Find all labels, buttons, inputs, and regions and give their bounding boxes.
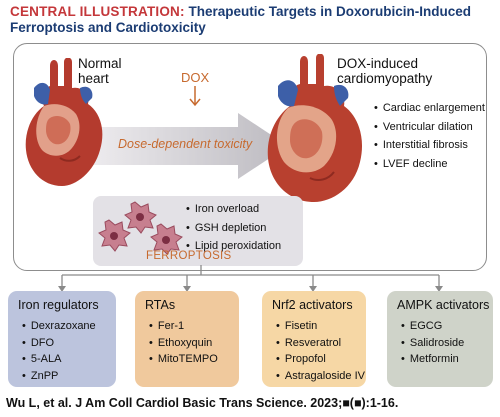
category-items: EGCG Salidroside Metformin <box>401 318 493 368</box>
drug-item: Dexrazoxane <box>22 318 116 335</box>
dox-heart-icon <box>267 54 363 202</box>
ferroptosis-feature: GSH depletion <box>186 219 281 238</box>
category-items: Dexrazoxane DFO 5-ALA ZnPP <box>22 318 116 384</box>
outcome-item: Cardiac enlargement <box>374 99 485 118</box>
drug-item: Salidroside <box>401 335 493 352</box>
drug-item: 5-ALA <box>22 351 116 368</box>
dox-heart-label-line2: cardiomyopathy <box>337 71 433 86</box>
drug-item: MitoTEMPO <box>149 351 239 368</box>
outcome-item: Interstitial fibrosis <box>374 136 485 155</box>
cardiomyopathy-outcomes-list: Cardiac enlargement Ventricular dilation… <box>374 99 485 173</box>
ferroptosis-features-list: Iron overload GSH depletion Lipid peroxi… <box>186 200 281 256</box>
drug-item: EGCG <box>401 318 493 335</box>
category-ampk-activators: AMPK activators EGCG Salidroside Metform… <box>387 291 493 387</box>
normal-heart-icon <box>25 58 103 186</box>
dox-label: DOX <box>181 70 210 85</box>
category-nrf2-activators: Nrf2 activators Fisetin Resveratrol Prop… <box>262 291 366 387</box>
category-title: RTAs <box>145 298 176 312</box>
central-illustration-title: CENTRAL ILLUSTRATION: Therapeutic Target… <box>10 4 494 36</box>
title-prefix: CENTRAL ILLUSTRATION: <box>10 4 185 19</box>
normal-heart-label: Normal heart <box>78 56 122 86</box>
outcome-item: Ventricular dilation <box>374 118 485 137</box>
dox-heart-label-line1: DOX-induced <box>337 56 419 71</box>
title-main: Therapeutic Targets in Doxorubicin-Induc… <box>10 4 471 35</box>
category-items: Fisetin Resveratrol Propofol Astragalosi… <box>276 318 366 384</box>
connector-lines <box>58 265 443 292</box>
citation: Wu L, et al. J Am Coll Cardiol Basic Tra… <box>6 396 399 410</box>
ferroptosis-label: FERROPTOSIS <box>146 250 232 262</box>
category-iron-regulators: Iron regulators Dexrazoxane DFO 5-ALA Zn… <box>8 291 116 387</box>
drug-item: DFO <box>22 335 116 352</box>
drug-item: Ethoxyquin <box>149 335 239 352</box>
category-title: AMPK activators <box>397 298 490 312</box>
outcome-item: LVEF decline <box>374 155 485 174</box>
drug-item: Fisetin <box>276 318 366 335</box>
category-rtas: RTAs Fer-1 Ethoxyquin MitoTEMPO <box>135 291 239 387</box>
drug-item: Metformin <box>401 351 493 368</box>
ferroptotic-cells-icon <box>98 201 183 254</box>
dox-heart-label: DOX-induced cardiomyopathy <box>337 56 432 86</box>
drug-item: Astragaloside IV <box>276 368 366 385</box>
drug-item: ZnPP <box>22 368 116 385</box>
ferroptosis-feature: Lipid peroxidation <box>186 237 281 256</box>
category-title: Iron regulators <box>18 298 99 312</box>
drug-item: Fer-1 <box>149 318 239 335</box>
normal-heart-label-line1: Normal <box>78 56 122 71</box>
normal-heart-label-line2: heart <box>78 71 109 86</box>
drug-item: Resveratrol <box>276 335 366 352</box>
dose-toxicity-label: Dose-dependent toxicity <box>118 137 253 151</box>
category-title: Nrf2 activators <box>272 298 353 312</box>
dox-down-arrow-icon <box>189 86 201 107</box>
category-items: Fer-1 Ethoxyquin MitoTEMPO <box>149 318 239 368</box>
dose-toxicity-arrow <box>88 113 288 179</box>
ferroptosis-feature: Iron overload <box>186 200 281 219</box>
drug-item: Propofol <box>276 351 366 368</box>
